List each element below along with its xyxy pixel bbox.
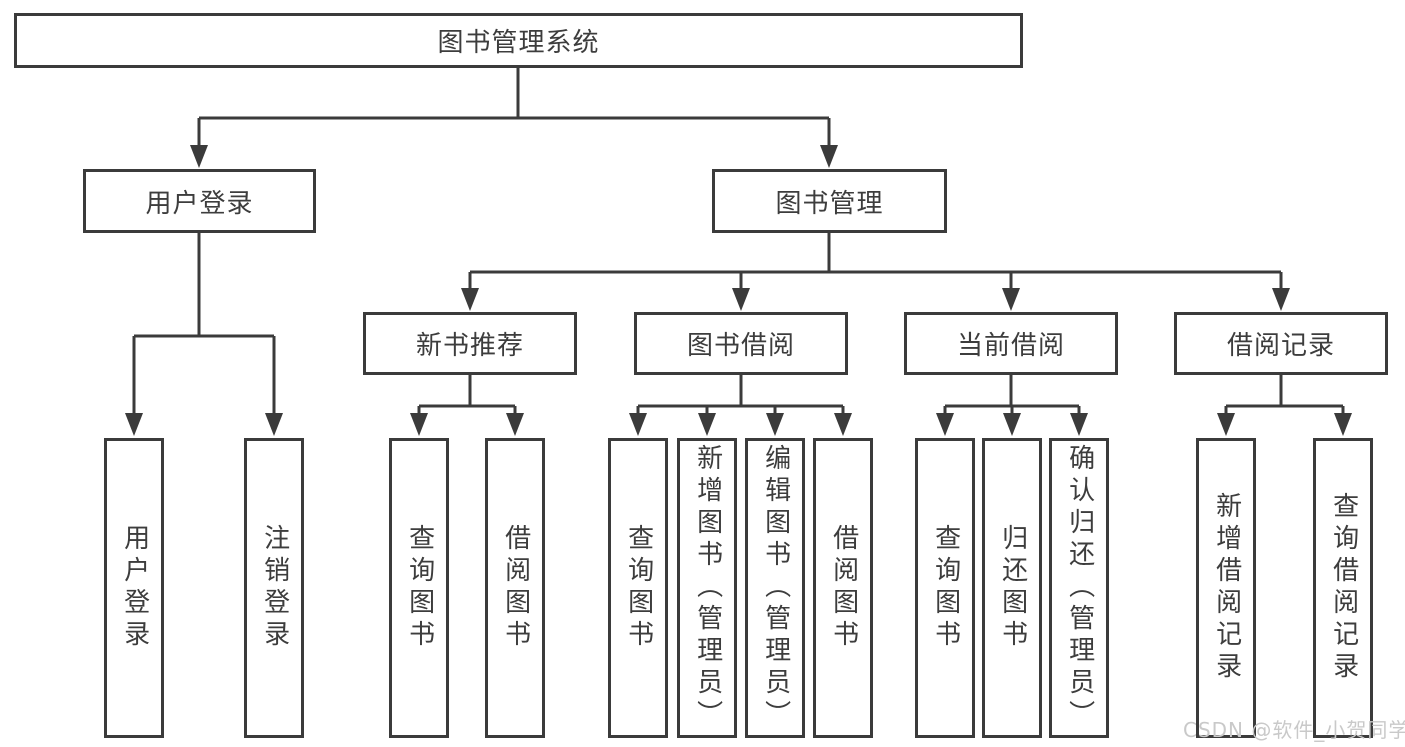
arrow-down-icon	[1272, 288, 1290, 311]
arrow-down-icon	[506, 413, 524, 436]
node-label: 图书管理系统	[437, 28, 600, 58]
leaf-user-login: 用户登录	[104, 438, 164, 738]
node-label: 归还图书	[997, 524, 1028, 652]
leaf-query-books-borrow: 查询图书	[608, 438, 668, 738]
arrow-down-icon	[1003, 413, 1021, 436]
node-label: 借阅记录	[1226, 331, 1335, 361]
node-label: 图书管理	[775, 188, 884, 219]
arrow-down-icon	[834, 413, 852, 436]
connector-book-borrow	[636, 375, 845, 415]
node-label: 查询图书	[623, 524, 654, 652]
leaf-query-borrow-record: 查询借阅记录	[1313, 438, 1373, 738]
node-label: 注销登录	[259, 524, 290, 652]
leaf-borrow-books-recommend: 借阅图书	[485, 438, 545, 738]
node-label: 用户登录	[145, 188, 254, 219]
arrow-down-icon	[461, 288, 479, 311]
arrow-down-icon	[190, 145, 208, 168]
node-label: 确认归还（管理员）	[1064, 444, 1095, 732]
connector-book-management	[468, 233, 1283, 290]
node-label: 用户登录	[119, 524, 150, 652]
arrow-down-icon	[1002, 288, 1020, 311]
node-user-login: 用户登录	[83, 169, 316, 233]
node-book-borrow: 图书借阅	[634, 312, 848, 375]
arrow-down-icon	[629, 413, 647, 436]
node-borrow-records: 借阅记录	[1174, 312, 1388, 375]
leaf-borrow-books: 借阅图书	[813, 438, 873, 738]
node-library-system: 图书管理系统	[14, 13, 1023, 68]
connector-user-login	[132, 233, 276, 415]
node-book-management: 图书管理	[712, 169, 947, 233]
node-label: 新增图书（管理员）	[692, 444, 723, 732]
node-label: 当前借阅	[956, 331, 1065, 361]
arrow-down-icon	[698, 413, 716, 436]
arrow-down-icon	[1334, 413, 1352, 436]
arrow-down-icon	[410, 413, 428, 436]
node-label: 图书借阅	[686, 331, 795, 361]
connector-root	[197, 68, 831, 148]
arrow-down-icon	[936, 413, 954, 436]
node-label: 查询借阅记录	[1328, 492, 1359, 684]
leaf-confirm-return-admin: 确认归还（管理员）	[1049, 438, 1109, 738]
leaf-logout: 注销登录	[244, 438, 304, 738]
node-label: 查询图书	[930, 524, 961, 652]
arrow-down-icon	[820, 145, 838, 168]
arrow-down-icon	[766, 413, 784, 436]
connector-new-book	[417, 375, 517, 415]
arrow-down-icon	[125, 413, 143, 436]
node-label: 新书推荐	[415, 331, 524, 361]
connector-current-borrow	[943, 375, 1081, 415]
node-label: 借阅图书	[500, 524, 531, 652]
node-label: 新增借阅记录	[1211, 492, 1242, 684]
leaf-edit-books-admin: 编辑图书（管理员）	[745, 438, 805, 738]
arrow-down-icon	[1217, 413, 1235, 436]
leaf-add-borrow-record: 新增借阅记录	[1196, 438, 1256, 738]
node-label: 编辑图书（管理员）	[760, 444, 791, 732]
leaf-query-books-recommend: 查询图书	[389, 438, 449, 738]
arrow-down-icon	[1070, 413, 1088, 436]
node-label: 查询图书	[404, 524, 435, 652]
node-label: 借阅图书	[828, 524, 859, 652]
leaf-return-books: 归还图书	[982, 438, 1042, 738]
csdn-watermark: CSDN @软件_小贺同学	[1183, 718, 1405, 742]
node-current-borrow: 当前借阅	[904, 312, 1118, 375]
arrow-down-icon	[265, 413, 283, 436]
leaf-add-books-admin: 新增图书（管理员）	[677, 438, 737, 738]
node-new-book-recommend: 新书推荐	[363, 312, 577, 375]
arrow-down-icon	[732, 288, 750, 311]
connector-borrow-records	[1224, 375, 1345, 415]
leaf-query-books-current: 查询图书	[915, 438, 975, 738]
